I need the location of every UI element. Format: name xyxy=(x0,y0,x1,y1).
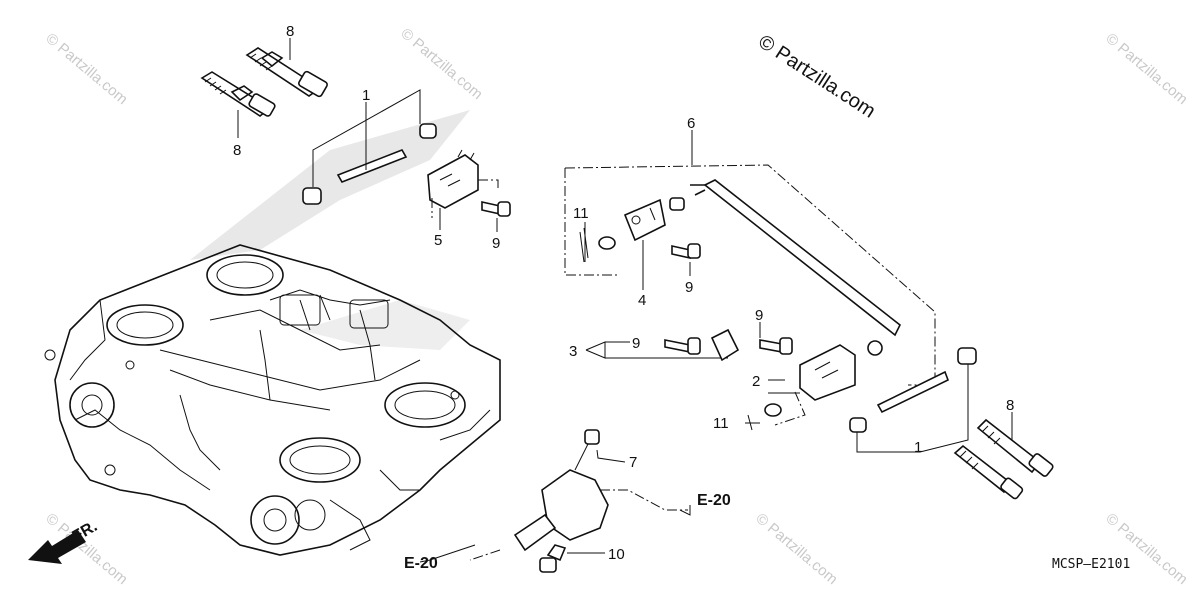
bracket-part-5 xyxy=(427,149,479,209)
callout-9-b: 9 xyxy=(685,279,693,296)
watermark-text: © Partzilla.com xyxy=(752,510,840,588)
reference-e20-bottom: E-20 xyxy=(404,555,438,572)
link-rod-part-6 xyxy=(690,179,902,356)
sensor-part-7 xyxy=(513,429,609,552)
bolt-part-9-b xyxy=(671,243,701,259)
washer-part-11-a xyxy=(579,227,616,263)
watermark-text: © Partzilla.com xyxy=(1102,510,1190,588)
copyright-text: © Partzilla.com xyxy=(754,31,879,123)
watermark-text: © Partzilla.com xyxy=(42,30,130,108)
callout-3: 3 xyxy=(569,343,577,360)
bracket-part-4 xyxy=(623,198,666,242)
washer-part-11-b xyxy=(747,403,782,431)
callout-2: 2 xyxy=(752,373,760,390)
callout-8-right: 8 xyxy=(1006,397,1014,414)
watermarks: © Partzilla.com © Partzilla.com © Partzi… xyxy=(42,25,1190,588)
bracket-part-2 xyxy=(799,344,856,401)
injector-part-8-top xyxy=(245,47,328,98)
brand-watermark-logo xyxy=(190,110,470,350)
bolt-part-9-a xyxy=(481,201,511,217)
callout-10: 10 xyxy=(608,546,625,563)
callout-11-a: 11 xyxy=(573,205,589,222)
watermark-text: © Partzilla.com xyxy=(397,25,485,103)
bolt-part-9-d xyxy=(759,337,793,355)
callout-5: 5 xyxy=(434,232,442,249)
callout-1-top: 1 xyxy=(362,87,370,104)
injector-part-8-mid xyxy=(200,71,276,117)
callout-9-d: 9 xyxy=(755,307,763,324)
reference-e20-right: E-20 xyxy=(697,492,731,509)
callout-11-b: 11 xyxy=(713,415,729,432)
callout-9-c: 9 xyxy=(632,335,640,352)
bolt-part-9-c xyxy=(664,337,701,355)
callout-8-mid: 8 xyxy=(233,142,241,159)
callout-7: 7 xyxy=(629,454,637,471)
watermark-text: © Partzilla.com xyxy=(1102,30,1190,108)
clip-part-3 xyxy=(710,328,740,362)
callout-6: 6 xyxy=(687,115,695,132)
front-direction-arrow xyxy=(28,530,86,564)
bolt-part-10 xyxy=(539,544,567,573)
callout-1-bottom: 1 xyxy=(914,439,922,456)
callout-8-top: 8 xyxy=(286,23,294,40)
throttle-body-assembly xyxy=(44,244,501,556)
injector-part-8-right xyxy=(953,418,1054,500)
callout-9-a: 9 xyxy=(492,235,500,252)
fuel-pipe-part-1-bottom xyxy=(849,347,977,433)
fuel-pipe-part-1-top xyxy=(302,123,437,205)
callout-4: 4 xyxy=(638,292,646,309)
diagram-code: MCSP–E2101 xyxy=(1052,557,1130,572)
